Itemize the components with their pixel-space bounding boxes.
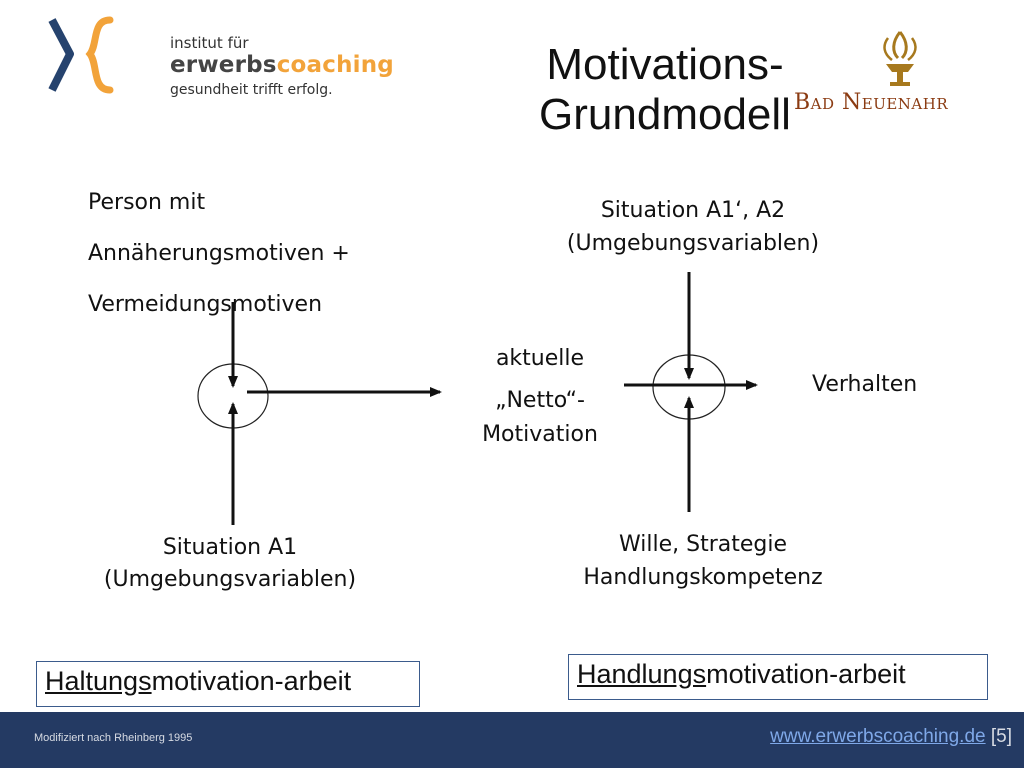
fountain-icon	[883, 31, 917, 86]
label-situation-a1-line-2: (Umgebungsvariablen)	[103, 567, 357, 592]
label-wille-line-2: Handlungskompetenz	[583, 565, 823, 590]
label-verhalten: Verhalten	[812, 372, 918, 397]
label-situation-a1-a2: Situation A1‘, A2 (Umgebungsvariablen)	[543, 194, 843, 260]
label-person-line-3: Vermeidungsmotiven	[88, 292, 323, 317]
title-line-2: Grundmodell	[539, 90, 791, 139]
brackets-logo-icon	[48, 16, 114, 94]
box-handlung-underlined: Handlungs	[577, 659, 707, 689]
logo-line-1: institut für	[170, 34, 249, 52]
box-haltungsmotivation: Haltungsmotivation-arbeit	[36, 661, 420, 707]
label-situation-a1: Situation A1 (Umgebungsvariablen)	[80, 532, 380, 596]
label-netto-line-3: Motivation	[482, 422, 598, 447]
partner-logo-text: Bad Neuenahr	[794, 90, 949, 115]
website-link[interactable]: www.erwerbscoaching.de	[770, 726, 986, 747]
box-haltung-underlined: Haltungs	[45, 666, 152, 696]
box-handlungsmotivation: Handlungsmotivation-arbeit	[568, 654, 988, 700]
label-wille-line-1: Wille, Strategie	[618, 532, 788, 557]
label-netto-motivation: aktuelle „Netto“- Motivation	[450, 338, 630, 456]
label-netto-line-2: „Netto“-	[495, 388, 585, 413]
page-number: [5]	[990, 726, 1012, 747]
label-situation-a2-line-1: Situation A1‘, A2	[600, 198, 786, 223]
bad-neuenahr-logo: Bad Neuenahr	[790, 28, 1000, 128]
logo-word-coaching: coaching	[276, 52, 394, 78]
institut-logo: institut für erwerbscoaching gesundheit …	[40, 14, 394, 104]
label-wille-strategie: Wille, Strategie Handlungskompetenz	[553, 528, 853, 594]
footer-link-group: www.erwerbscoaching.de [5]	[770, 726, 1012, 748]
label-situation-a1-line-1: Situation A1	[162, 535, 298, 560]
label-situation-a2-line-2: (Umgebungsvariablen)	[566, 231, 820, 256]
logo-word-erwerbs: erwerbs	[170, 52, 277, 78]
slide-title: Motivations- Grundmodell	[500, 40, 830, 140]
title-line-1: Motivations-	[546, 40, 784, 89]
logo-line-3: gesundheit trifft erfolg.	[170, 82, 333, 98]
label-person-line-1: Person mit	[88, 190, 206, 215]
logo-line-2: erwerbscoaching	[170, 52, 394, 78]
label-netto-line-1: aktuelle	[495, 346, 585, 371]
footer-bar: Modifiziert nach Rheinberg 1995 www.erwe…	[0, 712, 1024, 768]
box-handlung-rest: motivation-arbeit	[706, 659, 906, 689]
footer-note: Modifiziert nach Rheinberg 1995	[34, 732, 193, 744]
box-haltung-rest: motivation-arbeit	[151, 666, 352, 696]
motivation-diagram	[197, 272, 758, 525]
label-person: Person mit Annäherungsmotiven + Vermeidu…	[88, 177, 350, 330]
label-person-line-2: Annäherungsmotiven +	[88, 241, 350, 266]
